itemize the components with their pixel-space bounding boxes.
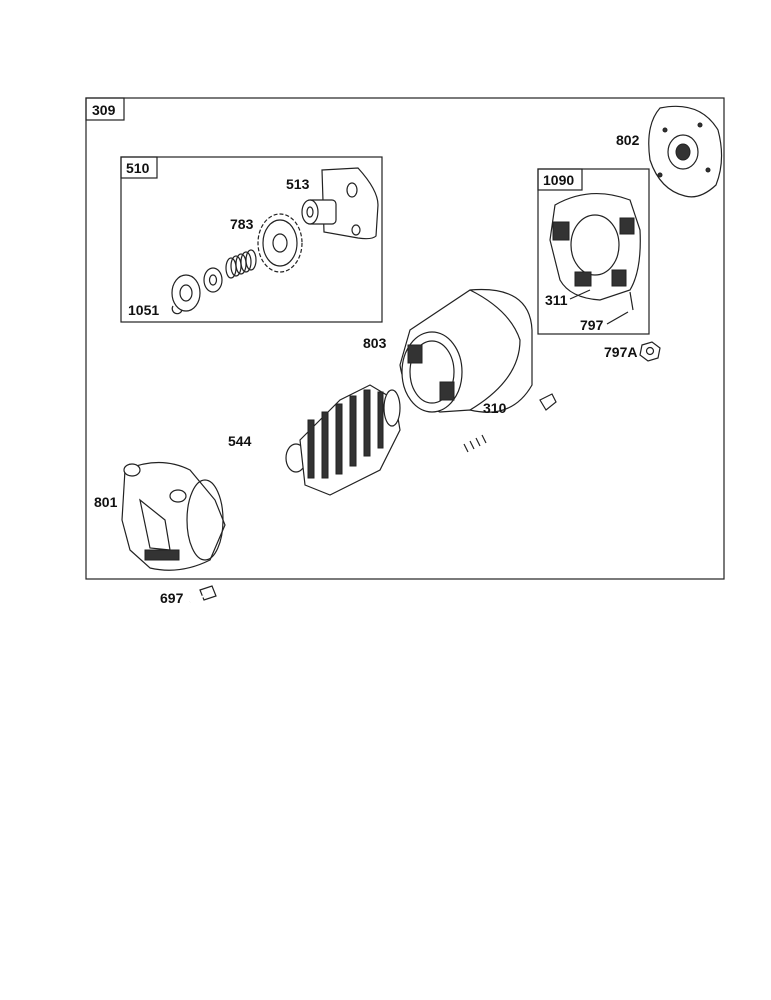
leader-311: [569, 289, 591, 300]
brush-holder-frame: [537, 168, 650, 335]
end-cap-shape: [648, 105, 723, 198]
drive-subassembly-frame: [120, 156, 383, 323]
drive-subassembly-label-box: [120, 156, 158, 179]
stop-collar-shape: [171, 274, 201, 312]
through-bolt-shape: [461, 393, 557, 453]
armature-shape: [217, 384, 401, 496]
stop-collar-inner: [179, 284, 193, 302]
thrust-washer-shape: [203, 267, 223, 293]
part-label-544: 544: [228, 433, 252, 449]
pinion-gear-shape: [257, 213, 303, 273]
brush-holder-subassembly: 1090 311 797: [537, 168, 650, 335]
leader-797: [606, 311, 629, 325]
spring-shape: [225, 249, 257, 279]
part-label-311: 311: [545, 292, 568, 308]
brush-holder-label: 1090: [543, 172, 574, 188]
part-label-310: 310: [483, 400, 507, 416]
drive-subassembly: 510 513 783: [120, 156, 383, 323]
part-label-783: 783: [230, 216, 254, 232]
part-label-802: 802: [616, 132, 640, 148]
brush-holder-label-box: [537, 168, 583, 191]
part-label-1051: 1051: [128, 302, 159, 318]
drive-assembly-shape: [301, 167, 379, 240]
part-label-513: 513: [286, 176, 310, 192]
brush-holder-shape: [549, 192, 641, 311]
drive-end-housing-shape: [121, 461, 226, 571]
drive-subassembly-label: 510: [126, 160, 150, 176]
part-label-801: 801: [94, 494, 118, 510]
assembly-label-box: [85, 97, 125, 121]
motor-housing-shape: [399, 288, 533, 413]
thrust-washer-hole: [208, 274, 218, 286]
part-label-803: 803: [363, 335, 387, 351]
screw-shape: [189, 585, 217, 603]
nut-shape: [639, 341, 661, 362]
part-label-797a: 797A: [604, 344, 637, 360]
assembly-label: 309: [92, 102, 116, 118]
assembly-frame: [85, 97, 725, 580]
part-label-797: 797: [580, 317, 604, 333]
part-label-697: 697: [160, 590, 184, 606]
